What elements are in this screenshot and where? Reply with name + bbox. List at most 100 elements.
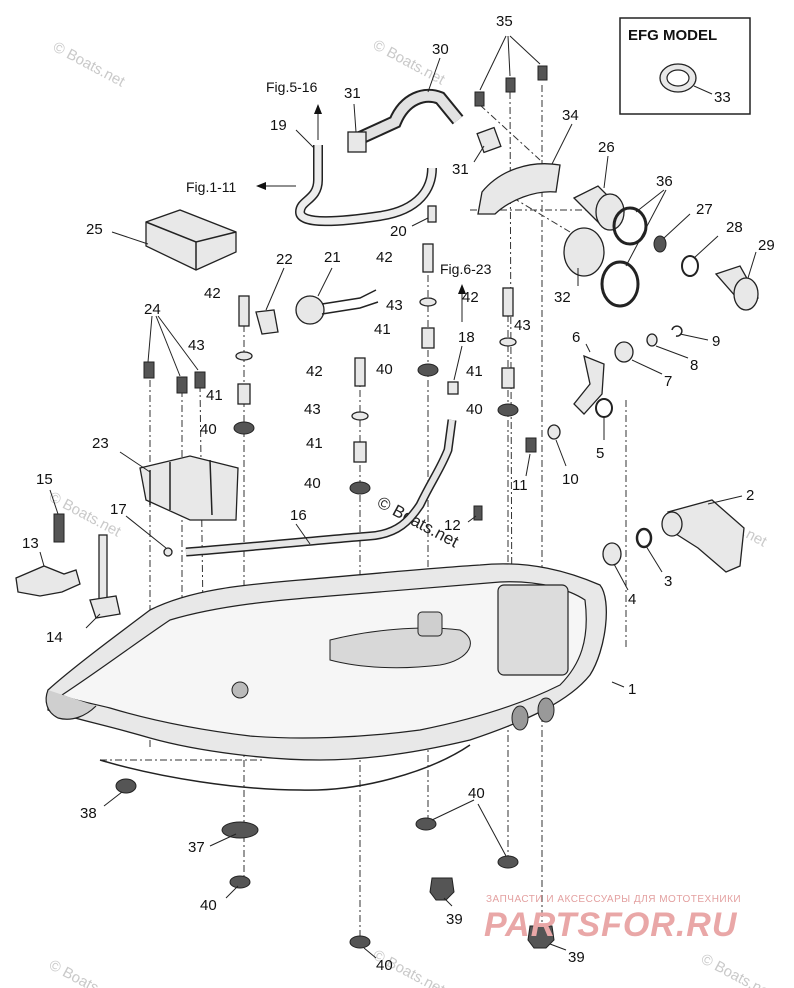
cowling-rear-bracket: [497, 584, 569, 676]
label-31a: 31: [344, 85, 361, 102]
leader-20: [411, 217, 429, 227]
leader-13: [39, 551, 45, 567]
label-24: 24: [144, 301, 161, 318]
brand-subtitle: ЗАПЧАСТИ И АКСЕССУАРЫ ДЛЯ МОТОТЕХНИКИ: [486, 894, 741, 905]
label-40d: 40: [200, 421, 217, 438]
part-21-switch: [295, 295, 325, 325]
leader-12: [467, 515, 477, 523]
leader-39b: [549, 943, 567, 951]
label-25: 25: [86, 221, 103, 238]
leader-35a: [479, 35, 507, 91]
bolt-42-a: [238, 295, 250, 327]
part-29-knob-head: [733, 277, 759, 311]
grommet-40-b: [349, 481, 371, 495]
label-17: 17: [110, 501, 127, 518]
cowling-center-boss: [329, 627, 471, 669]
collar-41-d: [501, 367, 515, 389]
leader-26: [603, 155, 609, 189]
label-40e: 40: [304, 475, 321, 492]
leader-24c: [157, 315, 199, 371]
part-38-grommet: [115, 778, 137, 794]
part-23-ribs: [149, 459, 213, 516]
label-1: 1: [628, 681, 636, 698]
label-30: 30: [432, 41, 449, 58]
label-39b: 39: [568, 949, 585, 966]
label-3: 3: [664, 573, 672, 590]
leader-40c: [225, 885, 239, 899]
part-39-damper-b: [527, 925, 555, 949]
leader-8: [655, 345, 689, 359]
leader-3: [645, 545, 663, 573]
part-2-handle: [667, 499, 745, 573]
leader-2: [707, 495, 743, 505]
label-43d: 43: [514, 317, 531, 334]
part-3-oring: [635, 527, 653, 549]
ref-fig6-23: Fig.6-23: [440, 261, 492, 277]
label-41c: 41: [374, 321, 391, 338]
part-20-bolt: [427, 205, 437, 223]
leader-40d: [363, 947, 377, 959]
hose-30: [357, 90, 462, 143]
part-25-edges: [145, 221, 237, 270]
leader-34: [551, 123, 573, 165]
leader-27: [663, 213, 691, 239]
cowling-front-nose: [45, 689, 97, 720]
label-38: 38: [80, 805, 97, 822]
grommet-40-d: [497, 403, 519, 417]
leader-33: [693, 85, 713, 95]
label-41b: 41: [306, 435, 323, 452]
stack-parts: [233, 243, 519, 495]
dash-line-24-c: [199, 384, 205, 691]
arrow-fig5-head: [314, 104, 322, 114]
hoses: [185, 88, 464, 557]
leader-31a: [353, 103, 357, 133]
part-4-collar: [602, 542, 622, 566]
label-40c: 40: [376, 957, 393, 974]
dash-line-35-left: [479, 104, 541, 161]
part-24-screw-a: [143, 361, 155, 379]
brand-watermark: ЗАПЧАСТИ И АКСЕССУАРЫ ДЛЯ МОТОТЕХНИКИ PA…: [484, 894, 741, 944]
label-29: 29: [758, 237, 775, 254]
leader-40b: [477, 803, 507, 857]
label-33: 33: [714, 89, 731, 106]
bottom-cowling: [45, 563, 607, 791]
part-labels: 1 2 3 4 5 6 7 8 9 10 11 12 13 14 15 16 1…: [22, 13, 775, 974]
label-32: 32: [554, 289, 571, 306]
label-27: 27: [696, 201, 713, 218]
part-31-clamp-b: [476, 126, 502, 154]
label-20: 20: [390, 223, 407, 240]
label-5: 5: [596, 445, 604, 462]
part-24-screw-b: [176, 376, 188, 394]
washer-43-a: [235, 351, 253, 361]
leader-11: [525, 453, 531, 477]
cowling-lower-lip: [99, 744, 471, 791]
arrow-fig6-head: [458, 284, 466, 294]
part-5-oring: [595, 398, 613, 418]
leader-22: [265, 267, 285, 311]
label-10: 10: [562, 471, 579, 488]
leader-23: [119, 451, 151, 473]
label-12: 12: [444, 517, 461, 534]
reference-arrows: [256, 104, 466, 322]
bolt-42-c: [422, 243, 434, 273]
leader-18: [453, 345, 463, 381]
label-22: 22: [276, 251, 293, 268]
part-11-screw: [525, 437, 537, 453]
leader-28: [693, 235, 719, 259]
upper-parts: [139, 65, 759, 521]
part-2-handle-end: [661, 511, 683, 537]
label-8: 8: [690, 357, 698, 374]
part-12-screw: [473, 505, 483, 521]
grommet-40-g: [497, 855, 519, 869]
arrow-fig1-head: [256, 182, 266, 190]
label-7: 7: [664, 373, 672, 390]
right-parts: [473, 325, 745, 573]
part-35-screw-c: [537, 65, 548, 81]
label-42d: 42: [462, 289, 479, 306]
grommet-40-e: [229, 875, 251, 889]
cowling-drain-hole-a: [511, 705, 529, 731]
collar-41-b: [353, 441, 367, 463]
collar-41-c: [421, 327, 435, 349]
dash-line-32: [499, 189, 571, 233]
lower-parts: [349, 817, 555, 949]
